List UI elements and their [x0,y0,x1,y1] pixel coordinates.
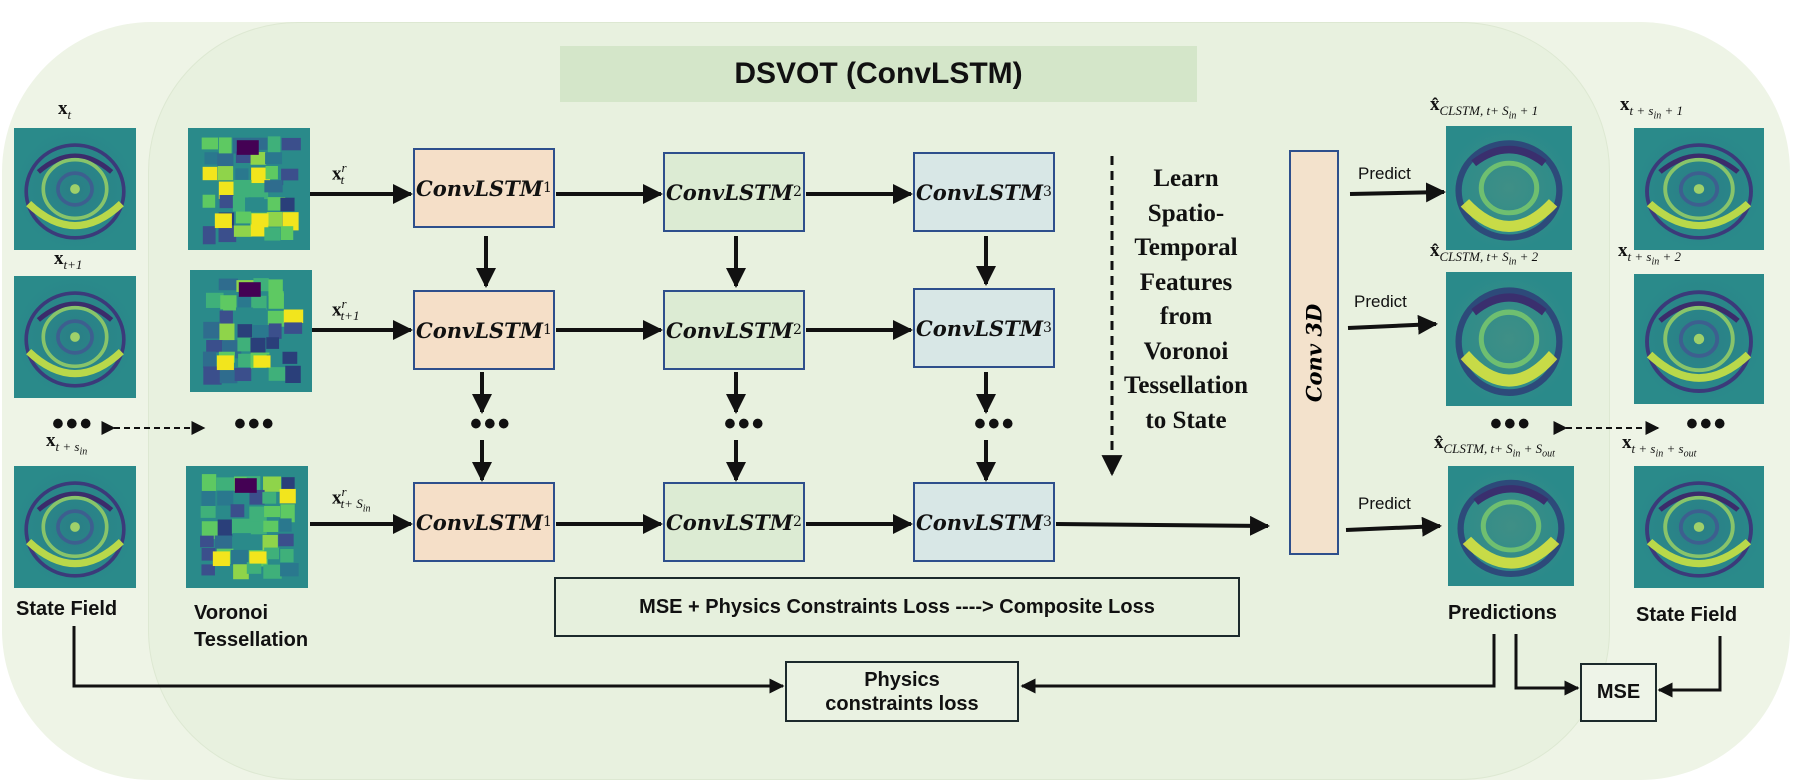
state-field-caption-right: State Field [1636,604,1738,626]
predict-label-3: Predict [1358,494,1411,513]
state-field-image-r1 [1634,128,1764,250]
mse-box: MSE [1580,663,1657,722]
arrow-statefield-to-physloss [72,626,785,694]
state-field-image-t1 [14,276,136,398]
voronoi-image-tsin [186,466,308,588]
voronoi-image-t1 [190,270,312,392]
label-xr-2: xt + sin + 2 [1618,240,1682,268]
label-xr-3: xt + sin + sout [1622,432,1697,460]
label-xr-tsin: xrt+ Sin [332,484,371,515]
label-xhat-3: x̂CLSTM, t+ Sin + Sout [1434,432,1555,460]
state-field-caption-left: State Field [16,598,118,620]
conv3d-block: Conv 3D [1289,150,1339,555]
arrow-state-to-mse [1657,636,1722,698]
label-xhat-2: x̂CLSTM, t+ Sin + 2 [1430,240,1539,268]
predictions-caption: Predictions [1448,602,1557,624]
prediction-image-3 [1448,466,1574,586]
arrow-pred-to-physloss [1020,634,1496,694]
arrow-predict-1 [1349,182,1446,203]
prediction-image-2 [1446,272,1572,406]
state-field-image-tsin [14,466,136,588]
prediction-image-1 [1446,126,1572,250]
voronoi-image-t [188,128,310,250]
label-x-tsin: xt + sin [46,430,88,458]
label-xhat-1: x̂CLSTM, t+ Sin + 1 [1430,94,1539,122]
label-xr-t1: xrt+1 [332,296,360,324]
label-x-t1: xt+1 [54,248,83,272]
model-panel [148,22,1610,780]
arrow-r3-conv3d [1055,515,1270,536]
arrow-pred-to-mse [1514,634,1580,696]
label-xr-t: xrt [332,160,347,188]
label-xr-1: xt + sin + 1 [1620,94,1684,122]
state-field-image-t [14,128,136,250]
state-field-image-r3 [1634,466,1764,588]
state-field-image-r2 [1634,274,1764,404]
arrow-predict-3 [1345,516,1442,537]
predict-label-1: Predict [1358,164,1411,183]
diagram-title: DSVOT (ConvLSTM) [560,46,1197,102]
arrow-predict-2 [1347,314,1438,335]
label-x-t: xt [58,98,72,122]
predict-label-2: Predict [1354,292,1407,311]
composite-loss-box: MSE + Physics Constraints Loss ----> Com… [554,577,1240,637]
